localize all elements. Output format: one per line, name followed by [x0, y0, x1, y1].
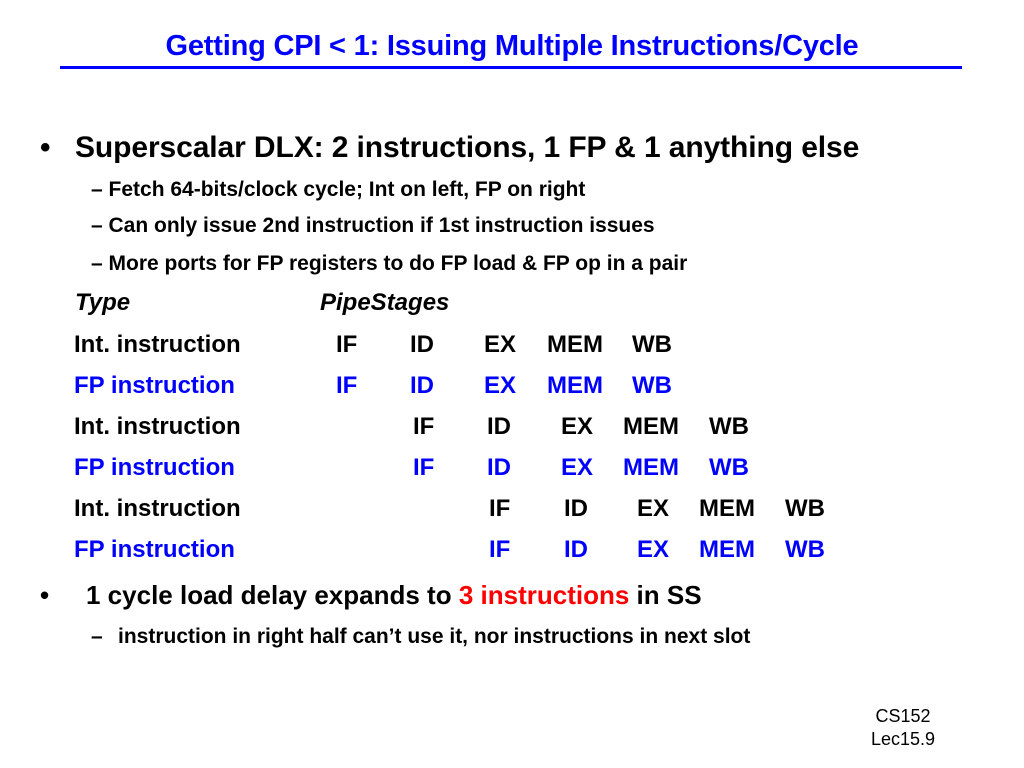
stage-wb: WB: [785, 536, 825, 563]
sub-item-dash: –: [91, 625, 103, 648]
bullet-2-text: 1 cycle load delay expands to 3 instruct…: [86, 580, 702, 611]
stage-ex: EX: [637, 536, 670, 563]
stage-ex: EX: [484, 331, 517, 358]
footer-course: CS152: [875, 706, 931, 726]
stage-if: IF: [336, 372, 358, 399]
stage-mem: MEM: [547, 331, 603, 358]
stage-id: ID: [564, 495, 588, 522]
stage-mem: MEM: [623, 413, 679, 440]
stage-ex: EX: [561, 413, 594, 440]
table-header-pipestages: PipeStages: [320, 289, 450, 316]
stage-id: ID: [564, 536, 588, 563]
slide-title: Getting CPI < 1: Issuing Multiple Instru…: [165, 30, 859, 62]
stage-id: ID: [410, 372, 434, 399]
stage-if: IF: [336, 331, 358, 358]
row-type-label: FP instruction: [74, 372, 235, 399]
stage-wb: WB: [632, 331, 672, 358]
title-underline: [60, 66, 962, 69]
footer-lecture: Lec15.9: [870, 729, 936, 749]
stage-if: IF: [413, 413, 435, 440]
stage-wb: WB: [709, 454, 749, 481]
stage-wb: WB: [785, 495, 825, 522]
stage-id: ID: [410, 331, 434, 358]
sub-item-load-delay: instruction in right half can’t use it, …: [118, 625, 751, 648]
bullet-2-text-before: 1 cycle load delay expands to: [86, 580, 459, 610]
stage-mem: MEM: [623, 454, 679, 481]
bullet-marker-1: •: [40, 131, 51, 164]
stage-mem: MEM: [547, 372, 603, 399]
stage-ex: EX: [484, 372, 517, 399]
stage-mem: MEM: [699, 536, 755, 563]
row-type-label: FP instruction: [74, 454, 235, 481]
stage-wb: WB: [632, 372, 672, 399]
stage-ex: EX: [561, 454, 594, 481]
stage-if: IF: [489, 536, 511, 563]
row-type-label: Int. instruction: [74, 331, 241, 358]
sub-item-3: – More ports for FP registers to do FP l…: [91, 252, 688, 275]
stage-id: ID: [487, 413, 511, 440]
bullet-1-text: Superscalar DLX: 2 instructions, 1 FP & …: [75, 131, 860, 164]
sub-item-1: – Fetch 64-bits/clock cycle; Int on left…: [91, 178, 586, 201]
stage-wb: WB: [709, 413, 749, 440]
stage-id: ID: [487, 454, 511, 481]
table-header-type: Type: [75, 289, 131, 316]
bullet-marker-2: •: [40, 580, 50, 610]
stage-if: IF: [489, 495, 511, 522]
row-type-label: FP instruction: [74, 536, 235, 563]
row-type-label: Int. instruction: [74, 495, 241, 522]
row-type-label: Int. instruction: [74, 413, 241, 440]
highlight-3-instructions: 3 instructions: [458, 580, 630, 610]
sub-item-2: – Can only issue 2nd instruction if 1st …: [91, 214, 655, 237]
stage-ex: EX: [637, 495, 670, 522]
stage-mem: MEM: [699, 495, 755, 522]
stage-if: IF: [413, 454, 435, 481]
bullet-2-text-after: in SS: [629, 580, 702, 610]
